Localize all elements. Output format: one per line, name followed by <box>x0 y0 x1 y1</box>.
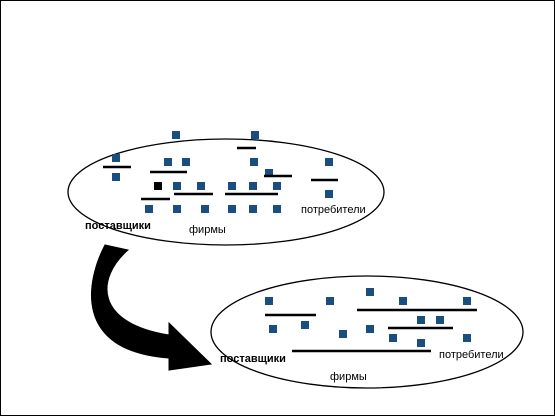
firm-square <box>145 205 153 213</box>
firm-square <box>228 182 236 190</box>
bottom-consumers-label: потребители <box>439 349 504 361</box>
firm-square <box>265 297 273 305</box>
firm-square <box>399 297 407 305</box>
firm-square <box>164 158 172 166</box>
firm-square <box>463 334 471 342</box>
top-consumers-label: потребители <box>301 204 366 216</box>
firm-square <box>201 205 209 213</box>
firm-square <box>228 205 236 213</box>
firm-square <box>463 297 471 305</box>
firm-square <box>172 131 180 139</box>
firm-square <box>173 205 181 213</box>
bottom-firm-squares <box>265 288 471 347</box>
firm-square <box>339 330 347 338</box>
firm-square <box>417 339 425 347</box>
top-link-lines <box>103 146 338 201</box>
firm-square <box>249 205 257 213</box>
transition-arrow <box>91 244 213 371</box>
top-firm-squares <box>112 131 333 213</box>
firm-square <box>273 205 281 213</box>
firm-square <box>182 158 190 166</box>
firm-square <box>301 321 309 329</box>
firm-square <box>273 182 281 190</box>
firm-square-dark <box>154 182 162 190</box>
firm-square <box>325 190 333 198</box>
bottom-market-ellipse <box>210 275 524 389</box>
top-market-ellipse <box>67 138 385 246</box>
firm-square <box>265 169 273 177</box>
firm-square <box>325 158 333 166</box>
firm-square <box>366 288 374 296</box>
top-suppliers-label: поставщики <box>85 220 151 232</box>
firm-square <box>326 297 334 305</box>
firm-square <box>250 158 258 166</box>
bottom-link-lines <box>265 308 477 353</box>
bottom-firms-label: фирмы <box>330 371 367 383</box>
firm-square <box>436 316 444 324</box>
firm-square <box>249 182 257 190</box>
firm-square <box>269 325 277 333</box>
firm-square <box>417 316 425 324</box>
firm-square <box>389 334 397 342</box>
firm-square <box>197 182 205 190</box>
firm-square <box>251 131 259 139</box>
firm-square <box>173 182 181 190</box>
firm-square <box>366 325 374 333</box>
firm-square <box>112 154 120 162</box>
firm-square <box>112 173 120 181</box>
bottom-suppliers-label: поставщики <box>220 353 286 365</box>
top-firms-label: фирмы <box>189 224 226 236</box>
